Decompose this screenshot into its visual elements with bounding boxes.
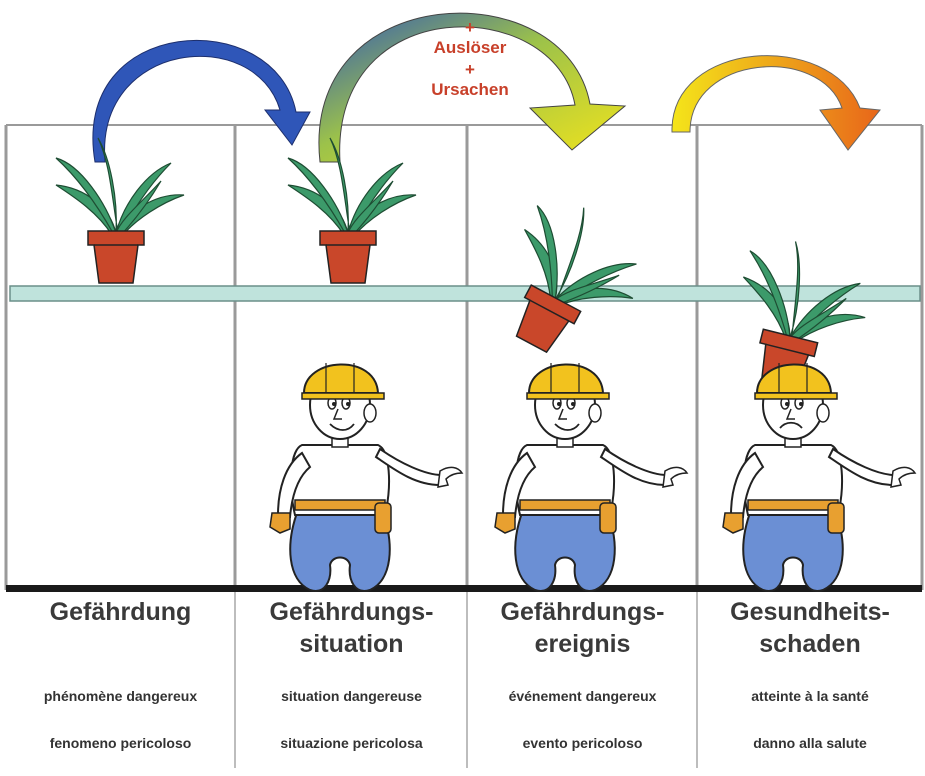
panel-4-title: Gesundheits- [698,597,922,628]
panel-3-french: événement dangereux [468,688,697,704]
panel-4-french: atteinte à la santé [698,688,922,704]
shelf [10,286,920,301]
worker-figure-4 [723,363,915,591]
panel-2-title-line2: situation [236,629,467,660]
panel-4-title-line2: schaden [698,629,922,660]
panel-2-italian: situazione pericolosa [236,735,467,751]
plant-falling [479,188,660,376]
panel-1-italian: fenomeno pericoloso [6,735,235,751]
plant-on-shelf-2 [288,138,416,283]
trigger-plus-mid: + [420,60,520,79]
trigger-plus-top: + [420,18,520,37]
trigger-label-ausloeser: Auslöser [410,38,530,57]
arrow-yellow-orange [672,56,880,150]
plant-on-shelf-1 [56,138,184,283]
panel-1-title: Gefährdung [6,597,235,628]
panel-2-french: situation dangereuse [236,688,467,704]
panel-1-french: phénomène dangereux [6,688,235,704]
panel-4-italian: danno alla salute [698,735,922,751]
trigger-label-ursachen: Ursachen [410,80,530,99]
worker-figure-3 [495,363,687,591]
panel-3-title-line2: ereignis [468,629,697,660]
ground-line [6,585,922,592]
panel-3-italian: evento pericoloso [468,735,697,751]
panel-3-title: Gefährdungs- [468,597,697,628]
worker-figure-2 [270,363,462,591]
arrow-blue-1 [93,40,310,162]
panel-2-title: Gefährdungs- [236,597,467,628]
